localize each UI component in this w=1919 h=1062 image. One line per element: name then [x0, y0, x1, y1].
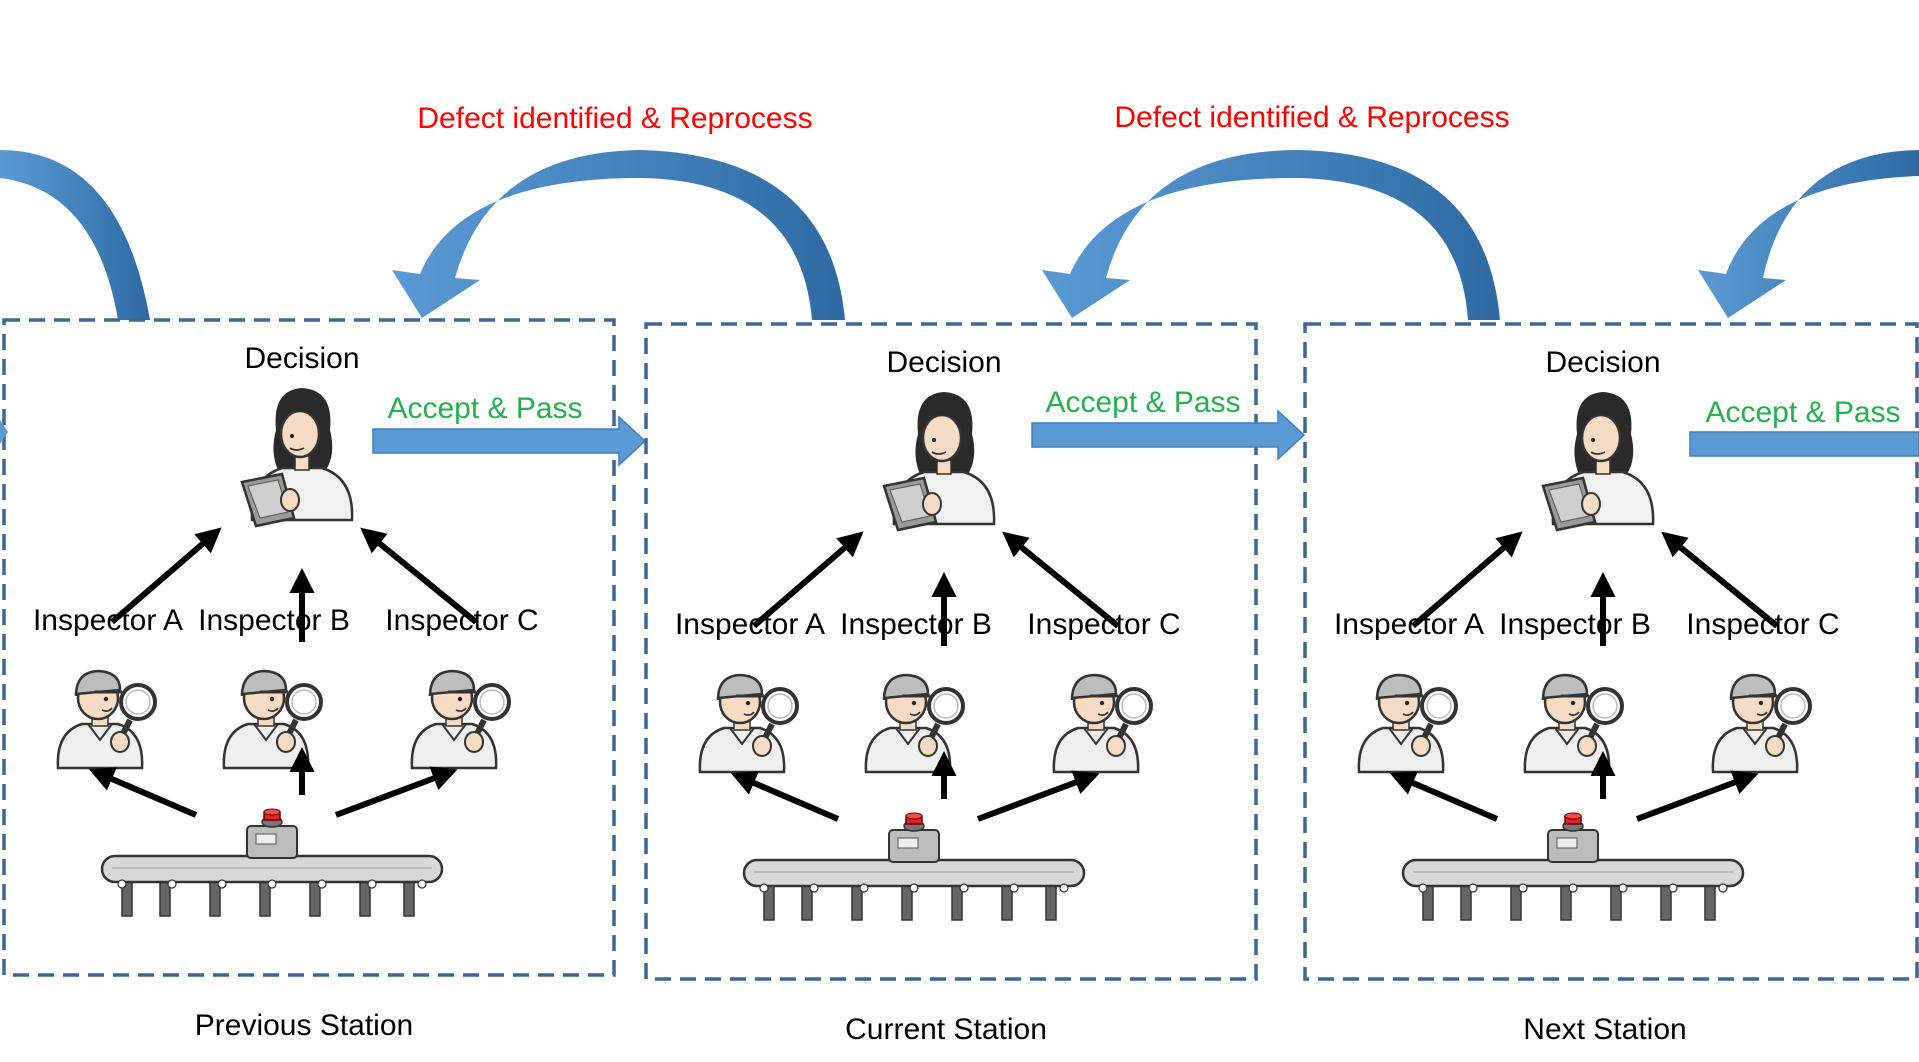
decision-label: Decision: [244, 342, 359, 375]
conveyor-belt-icon: [1401, 811, 1745, 922]
feedback-arrow-current-to-previous: [392, 150, 845, 320]
report-arrow-0: [752, 531, 864, 629]
feed-arrow-2: [1635, 770, 1759, 822]
inspector-label-b: Inspector B: [840, 608, 992, 641]
report-arrow-2: [1002, 531, 1120, 629]
feed-arrow-2: [334, 766, 458, 818]
inspector-label-c: Inspector C: [385, 604, 538, 637]
feedback-arrow-partial-right: [1698, 150, 1919, 318]
station-boundary: [1303, 322, 1919, 981]
decision-maker-icon: [240, 386, 354, 528]
station-name: Current Station: [845, 1013, 1047, 1046]
report-arrow-2: [360, 527, 478, 625]
inspector-label-c: Inspector C: [1027, 608, 1180, 641]
decision-label: Decision: [886, 346, 1001, 379]
inspector-label-b: Inspector B: [1499, 608, 1651, 641]
report-arrow-0: [1411, 531, 1523, 629]
feed-arrow-0: [1389, 771, 1499, 822]
inspector-label-b: Inspector B: [198, 604, 350, 637]
defect-label-1: Defect identified & Reprocess: [417, 102, 812, 135]
inspector-icon: [58, 671, 155, 768]
inspector-label-c: Inspector C: [1686, 608, 1839, 641]
conveyor-belt-icon: [742, 811, 1086, 922]
decision-maker-icon: [882, 390, 996, 532]
feedback-arrow-partial-left: [0, 150, 150, 320]
inspector-icon: [866, 675, 963, 772]
station-name: Previous Station: [195, 1009, 413, 1042]
feedback-arrow-next-to-current: [1042, 150, 1500, 320]
accept-pass-arrow: [1031, 409, 1306, 461]
accept-pass-arrow: [1689, 431, 1919, 457]
feed-arrow-0: [730, 771, 840, 822]
inspector-icon: [412, 671, 509, 768]
accept-pass-arrow: [372, 415, 647, 467]
accept-pass-label: Accept & Pass: [387, 392, 582, 425]
accept-pass-label: Accept & Pass: [1045, 386, 1240, 419]
defect-label-2: Defect identified & Reprocess: [1114, 101, 1509, 134]
inspector-label-a: Inspector A: [33, 604, 183, 637]
inspector-label-a: Inspector A: [1334, 608, 1484, 641]
conveyor-belt-icon: [100, 807, 444, 918]
inspector-icon: [1054, 675, 1151, 772]
incoming-pass-arrow-fragment: [0, 420, 8, 444]
station-boundary: [2, 318, 616, 977]
inspector-icon: [1525, 675, 1622, 772]
inspector-icon: [224, 671, 321, 768]
report-arrow-2: [1661, 531, 1779, 629]
feedback-arrows: [0, 150, 1919, 320]
inspector-label-a: Inspector A: [675, 608, 825, 641]
report-arrow-0: [110, 527, 222, 625]
feed-arrow-0: [88, 767, 198, 818]
station-name: Next Station: [1523, 1013, 1686, 1046]
inspector-icon: [700, 675, 797, 772]
decision-maker-icon: [1541, 390, 1655, 532]
accept-pass-label: Accept & Pass: [1705, 396, 1900, 429]
decision-label: Decision: [1545, 346, 1660, 379]
inspector-icon: [1713, 675, 1810, 772]
inspector-icon: [1359, 675, 1456, 772]
feed-arrow-2: [976, 770, 1100, 822]
station-boundary: [644, 322, 1258, 981]
